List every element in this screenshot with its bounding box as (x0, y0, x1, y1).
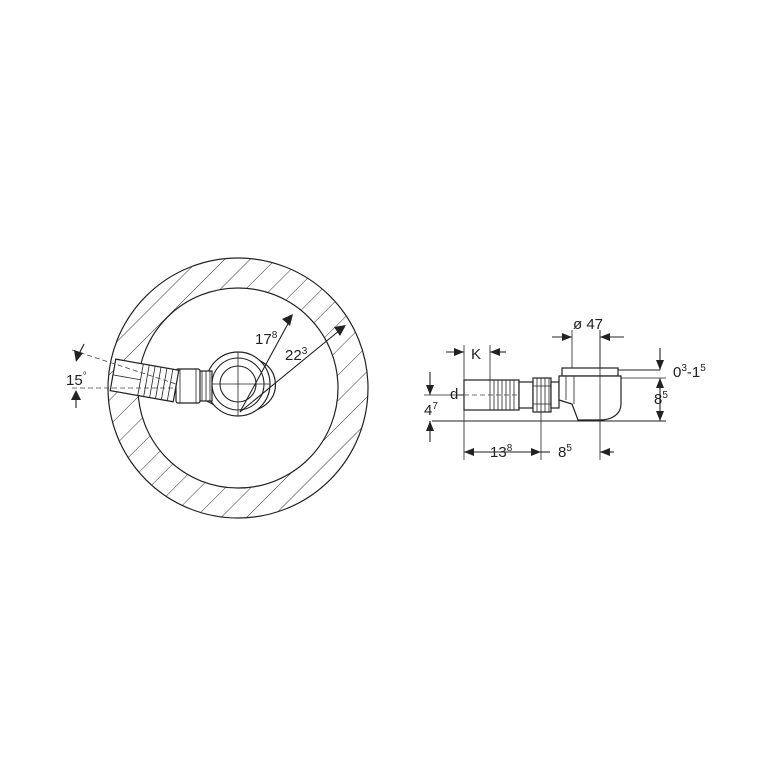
pipe-height-dimension (424, 372, 464, 442)
k-label: K (471, 346, 481, 363)
axis-line-swivel (71, 349, 177, 385)
length-dimension (463, 410, 614, 460)
diameter-label: ø 47 (573, 316, 603, 333)
drain-body-top (204, 351, 276, 417)
pipe-height-label: 47 (424, 401, 438, 419)
drain-body-side (558, 330, 660, 422)
k-dimension (446, 345, 506, 380)
radius-dimension-outer (239, 325, 346, 413)
height-dimension (621, 348, 666, 421)
angle-dimension (71, 343, 85, 408)
angle-value-label: 15° (66, 371, 87, 389)
height-label: 85 (654, 390, 668, 408)
radius-inner-label: 178 (255, 330, 278, 348)
adjustment-range-label: 03-15 (673, 363, 706, 381)
length-label: 138 (490, 443, 513, 461)
outlet-pipe-top (109, 358, 180, 403)
pipe-connector-top (175, 368, 213, 404)
radius-dimension-inner (239, 314, 293, 413)
top-view: 15° 178 223 (66, 257, 369, 519)
outlet-pipe-side (463, 379, 520, 411)
offset-label: 85 (558, 443, 572, 461)
radius-outer-label: 223 (285, 346, 308, 364)
side-view: ø 47 K d 47 (424, 316, 706, 461)
pipe-connector-side (518, 377, 560, 413)
diameter-dimension (552, 330, 624, 368)
d-label: d (450, 386, 458, 403)
